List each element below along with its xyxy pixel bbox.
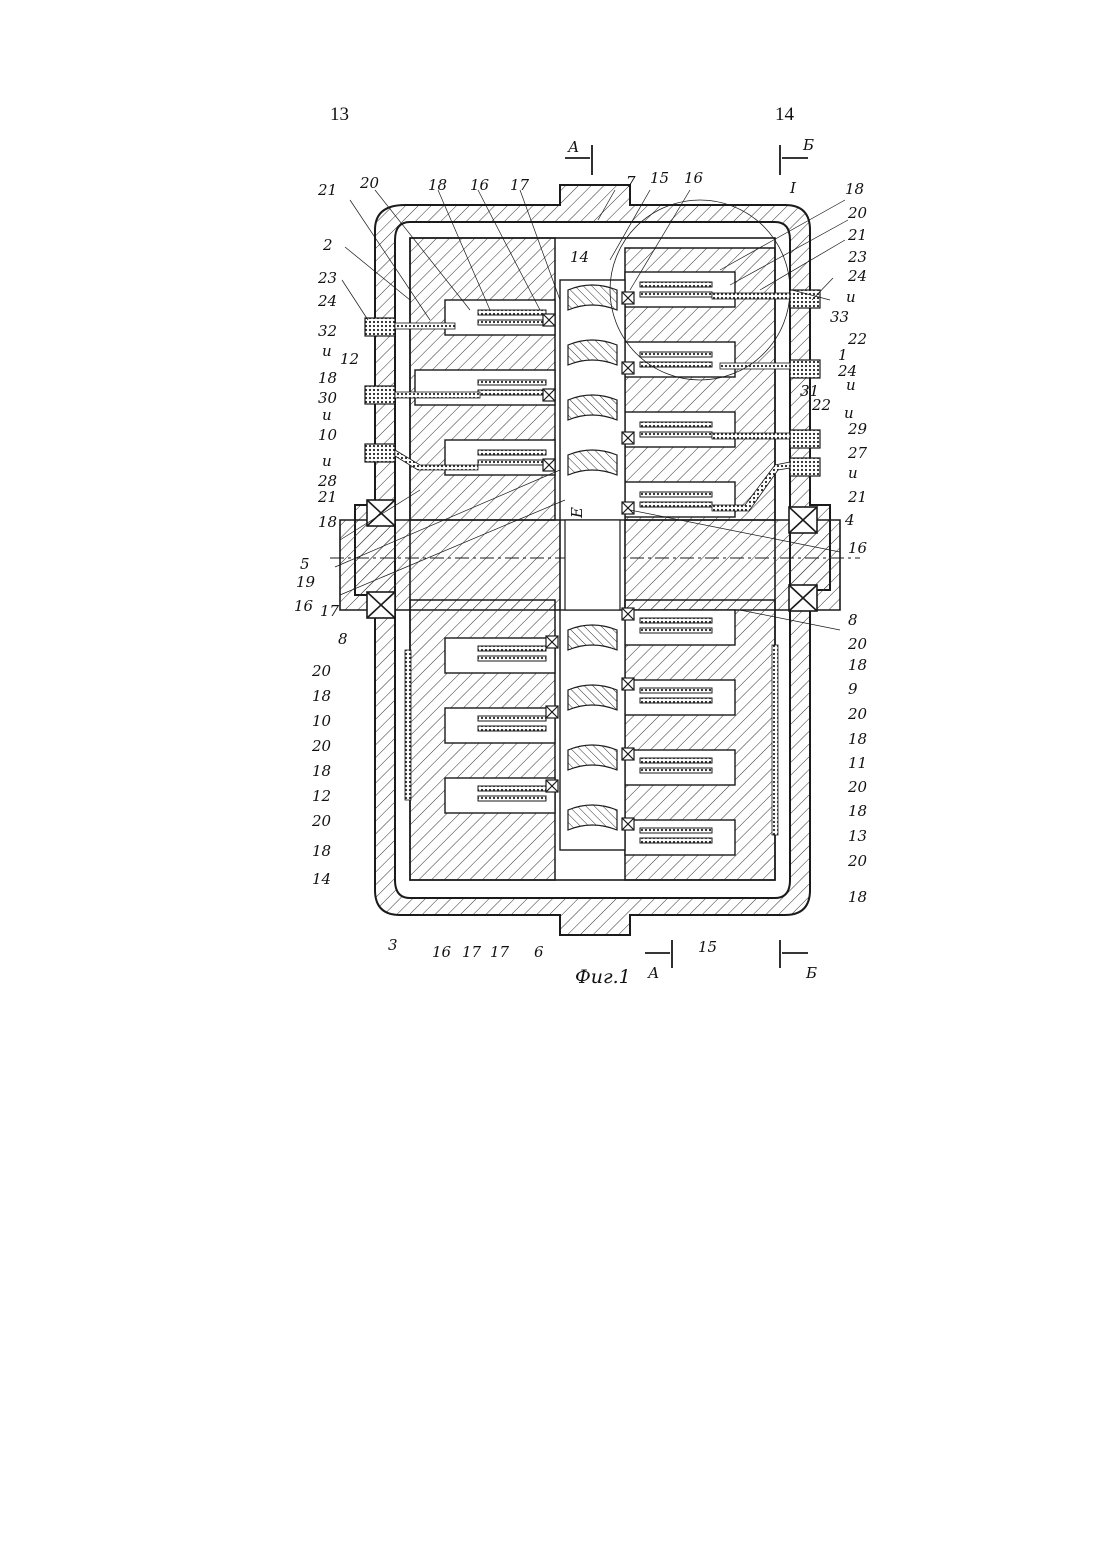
dimension-mark: Е bbox=[568, 507, 586, 519]
label-20-b: 20 bbox=[311, 662, 332, 680]
label-11: 11 bbox=[848, 754, 867, 772]
label-16-r: 16 bbox=[684, 169, 704, 187]
label-16-c: 16 bbox=[432, 943, 452, 961]
label-18-d: 18 bbox=[312, 687, 331, 705]
label-20-d: 20 bbox=[311, 812, 332, 830]
label-18-e: 18 bbox=[312, 762, 331, 780]
label-22-r2: 22 bbox=[811, 396, 831, 414]
label-17-b: 17 bbox=[320, 602, 340, 620]
label-29: 29 bbox=[847, 420, 868, 438]
label-21-b: 21 bbox=[317, 488, 337, 506]
label-12-a: 12 bbox=[340, 350, 359, 368]
section-mark-b-bottom: Б bbox=[805, 964, 817, 982]
label-27: 27 bbox=[847, 444, 868, 462]
detail-mark: I bbox=[789, 179, 797, 197]
label-17-a: 17 bbox=[510, 176, 530, 194]
label-16-r2: 16 bbox=[848, 539, 868, 557]
label-18-a: 18 bbox=[428, 176, 447, 194]
label-i-r2: и bbox=[846, 376, 856, 394]
figure-caption: Фиг.1 bbox=[575, 966, 631, 988]
label-10-b: 10 bbox=[312, 712, 332, 730]
label-6: 6 bbox=[534, 943, 544, 961]
label-22-r1: 22 bbox=[847, 330, 867, 348]
label-33: 33 bbox=[830, 308, 849, 326]
label-20-r4: 20 bbox=[847, 778, 868, 796]
label-18-r3: 18 bbox=[848, 730, 867, 748]
label-3: 3 bbox=[388, 936, 398, 954]
label-21-r2: 21 bbox=[847, 488, 867, 506]
label-18-r2: 18 bbox=[848, 656, 867, 674]
label-30: 30 bbox=[318, 389, 338, 407]
label-9: 9 bbox=[848, 680, 858, 698]
label-17-d: 17 bbox=[490, 943, 510, 961]
label-21-a: 21 bbox=[317, 181, 337, 199]
label-16-a: 16 bbox=[470, 176, 490, 194]
label-i-3: и bbox=[322, 452, 332, 470]
label-20-r3: 20 bbox=[847, 705, 868, 723]
label-15-a: 15 bbox=[650, 169, 669, 187]
label-10-a: 10 bbox=[318, 426, 338, 444]
label-15-b: 15 bbox=[698, 938, 717, 956]
label-21-r1: 21 bbox=[847, 226, 867, 244]
label-20-a: 20 bbox=[359, 174, 380, 192]
label-23-l: 23 bbox=[317, 269, 337, 287]
label-i-2: и bbox=[322, 406, 332, 424]
label-24-l: 24 bbox=[317, 292, 337, 310]
label-20-r2: 20 bbox=[847, 635, 868, 653]
label-7: 7 bbox=[626, 173, 636, 191]
label-18-r5: 18 bbox=[848, 888, 867, 906]
section-mark-a-bottom: А bbox=[647, 964, 659, 982]
label-23-r: 23 bbox=[847, 248, 867, 266]
label-12-b: 12 bbox=[312, 787, 331, 805]
label-4: 4 bbox=[844, 511, 855, 529]
label-18-r1: 18 bbox=[845, 180, 864, 198]
label-2: 2 bbox=[322, 236, 333, 254]
label-13: 13 bbox=[848, 827, 867, 845]
label-18-f: 18 bbox=[312, 842, 331, 860]
label-i-r1: и bbox=[846, 288, 856, 306]
label-i-1: и bbox=[322, 342, 332, 360]
section-mark-b-top: Б bbox=[802, 136, 814, 154]
label-i-r4: и bbox=[848, 464, 858, 482]
label-14-top: 14 bbox=[570, 248, 589, 266]
label-16-b: 16 bbox=[294, 597, 314, 615]
label-19: 19 bbox=[296, 573, 316, 591]
section-mark-a-top: А bbox=[567, 138, 579, 156]
label-17-c: 17 bbox=[462, 943, 482, 961]
label-18-c: 18 bbox=[318, 513, 337, 531]
label-18-b: 18 bbox=[318, 369, 337, 387]
label-18-r4: 18 bbox=[848, 802, 867, 820]
label-8-l: 8 bbox=[338, 630, 348, 648]
label-32: 32 bbox=[318, 322, 337, 340]
label-5: 5 bbox=[300, 555, 310, 573]
label-8-r: 8 bbox=[848, 611, 858, 629]
label-20-c: 20 bbox=[311, 737, 332, 755]
label-14-b: 14 bbox=[312, 870, 331, 888]
label-20-r5: 20 bbox=[847, 852, 868, 870]
label-24-r1: 24 bbox=[847, 267, 867, 285]
label-20-r1: 20 bbox=[847, 204, 868, 222]
